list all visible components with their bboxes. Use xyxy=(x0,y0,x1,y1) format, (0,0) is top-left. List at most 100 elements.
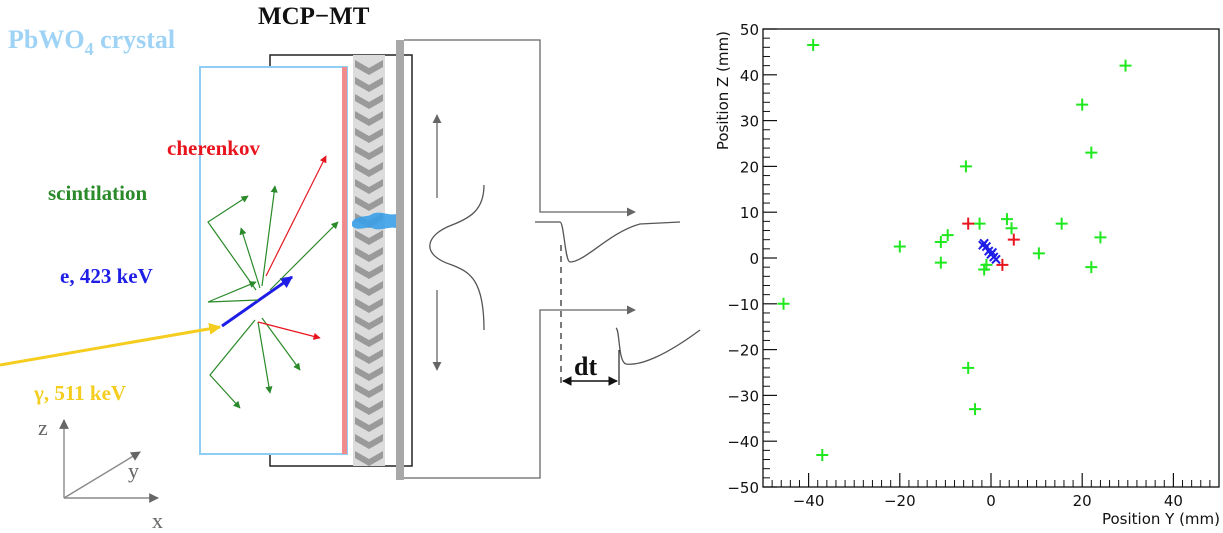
mcp-chevron xyxy=(355,94,383,109)
data-point-cross xyxy=(991,254,1001,265)
data-point-plus xyxy=(1055,217,1068,230)
electron-cloud-blob xyxy=(352,212,396,230)
data-point-plus xyxy=(996,258,1009,271)
waveform-top xyxy=(535,221,681,263)
mcp-chevron xyxy=(355,111,383,126)
data-point-cross xyxy=(987,247,998,258)
mcp-chevron xyxy=(355,264,383,279)
mcp-chevron xyxy=(355,451,383,466)
mcp-chevron xyxy=(355,315,383,330)
mcp-chevron xyxy=(355,332,383,347)
cherenkov-rays xyxy=(257,155,327,340)
data-point-plus xyxy=(962,217,975,230)
data-point-plus xyxy=(1085,146,1098,159)
readout-wire-bottom xyxy=(404,305,636,479)
scintillation-rays xyxy=(207,185,339,409)
mcp-chevron xyxy=(355,366,383,381)
x-tick-label: 20 xyxy=(1073,492,1092,510)
crystal-label-main: PbWO xyxy=(8,25,85,54)
scintillation-label: scintilation xyxy=(48,181,147,205)
mcp-chevron xyxy=(355,145,383,160)
pbwo4-crystal xyxy=(199,66,348,455)
scint-ray xyxy=(261,317,301,371)
y-tick-label: 20 xyxy=(740,158,759,176)
mcp-chevron xyxy=(355,230,383,245)
y-tick-label: −30 xyxy=(727,387,759,405)
data-point-plus xyxy=(816,448,829,461)
x-ticks: −40 −20 0 20 40 xyxy=(762,473,1220,510)
crystal-label-subscript: 4 xyxy=(85,39,94,59)
data-point-plus xyxy=(1119,59,1132,72)
data-point-plus xyxy=(980,258,993,271)
mcp-chevron xyxy=(355,383,383,398)
mcp-chevron xyxy=(355,247,383,262)
data-point-plus xyxy=(1005,222,1018,235)
mcp-chevron xyxy=(355,128,383,143)
data-point-plus xyxy=(1094,231,1107,244)
mcp-chevron xyxy=(355,298,383,313)
data-point-plus xyxy=(973,217,986,230)
y-tick-label: −50 xyxy=(727,479,759,497)
mcp-chevron xyxy=(355,417,383,432)
data-point-plus xyxy=(934,256,947,269)
x-tick-label: −40 xyxy=(793,492,825,510)
crystal-label-rest: crystal xyxy=(94,25,176,54)
mcp-chevron xyxy=(355,349,383,364)
data-point-plus xyxy=(1085,261,1098,274)
mcp-chevron xyxy=(355,196,383,211)
waveform-bottom xyxy=(615,327,701,365)
y-tick-label: 0 xyxy=(749,250,759,268)
data-point-plus xyxy=(969,403,982,416)
y-tick-label: 10 xyxy=(740,204,759,222)
axis-y-arrow xyxy=(63,451,141,499)
cherenkov-ray xyxy=(257,321,321,340)
y-tick-label: 30 xyxy=(740,113,759,131)
electron-arrow xyxy=(221,275,293,328)
dt-label: dt xyxy=(574,352,597,381)
axis-x-label: x xyxy=(152,508,163,533)
x-tick-label: −20 xyxy=(884,492,916,510)
detector-label: MCP−MT xyxy=(258,3,370,30)
scint-ray xyxy=(207,281,259,303)
scint-ray xyxy=(261,185,278,287)
data-point-cross xyxy=(978,240,988,250)
data-point-plus xyxy=(1000,213,1013,226)
data-point-plus xyxy=(962,361,975,374)
data-point-plus xyxy=(1032,247,1045,260)
axis-y-label: y xyxy=(128,458,139,483)
readout-wire-top xyxy=(404,39,636,217)
mcp-chevron xyxy=(355,400,383,415)
mcp-chevron xyxy=(355,162,383,177)
gamma-ray-arrow xyxy=(0,322,222,367)
y-tick-label: −40 xyxy=(727,433,759,451)
data-point-plus xyxy=(777,297,790,310)
crystal-label: PbWO4 crystal xyxy=(8,25,175,59)
mcp-chevron xyxy=(355,77,383,92)
gamma-label: γ, 511 keV xyxy=(33,381,126,405)
data-point-plus xyxy=(807,39,820,52)
data-point-plus xyxy=(1076,98,1089,111)
photocathode-strip xyxy=(342,67,347,454)
axis-z-label: z xyxy=(38,415,48,440)
mcp-chevron xyxy=(355,281,383,296)
x-tick-label: 0 xyxy=(986,492,996,510)
electron-label: e, 423 keV xyxy=(60,264,153,288)
data-point-plus xyxy=(941,229,954,242)
data-point-plus xyxy=(1007,233,1020,246)
microchannel-plates xyxy=(353,55,385,466)
data-point-plus xyxy=(934,235,947,248)
mcp-chevron xyxy=(355,179,383,194)
data-markers xyxy=(777,39,1132,461)
x-tick-label: 40 xyxy=(1164,492,1183,510)
data-point-plus xyxy=(959,160,972,173)
x-axis-label: Position Y (mm) xyxy=(1102,510,1220,528)
mcp-chevron xyxy=(355,434,383,449)
data-point-plus xyxy=(893,240,906,253)
y-axis-label: Position Z (mm) xyxy=(714,31,732,150)
cherenkov-label: cherenkov xyxy=(167,136,260,160)
scint-ray xyxy=(209,319,256,409)
y-tick-label: −10 xyxy=(727,296,759,314)
y-tick-label: −20 xyxy=(727,342,759,360)
